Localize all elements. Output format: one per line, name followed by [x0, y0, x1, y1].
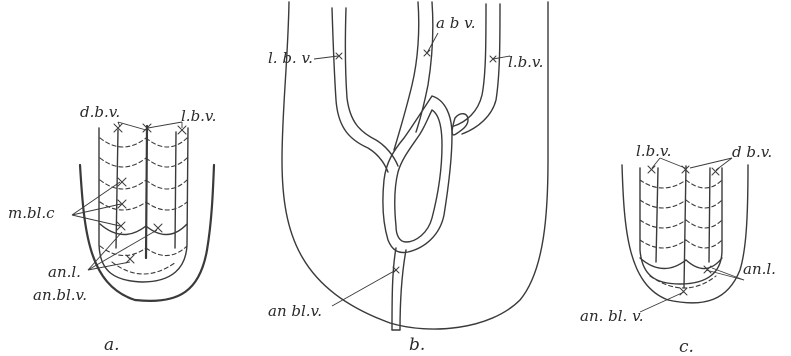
panel-a-label-dbv: d.b.v. — [80, 103, 120, 121]
panel-a-label-lbv: l.b.v. — [181, 107, 216, 125]
panel-b-label-abv: a b v. — [436, 14, 476, 32]
panel-b-label-lbv-left: l. b. v. — [268, 49, 313, 67]
panel-c-dorsal-vessel — [684, 166, 686, 288]
panel-b-lateral-vessel-left — [332, 8, 388, 172]
panel-c-label-lbv: l.b.v. — [636, 142, 671, 160]
panel-a-label-mblc: m.bl.c — [8, 204, 55, 222]
panel-b-label-lbv-right: l.b.v. — [508, 53, 543, 71]
panel-c: l.b.v. d b.v. an.l. an. bl. v. c. — [580, 142, 776, 356]
panel-a-caption: a. — [104, 335, 120, 355]
panel-b-axial-vessel — [394, 2, 419, 150]
panel-c-label-dbv: d b.v. — [732, 143, 772, 161]
panel-a-label-anl: an.l. — [48, 263, 81, 281]
panel-b-side-loop — [452, 114, 468, 135]
panel-c-cross-markers — [648, 166, 719, 295]
panel-b-label-anblv: an bl.v. — [268, 302, 322, 320]
panel-b-pointer-lines — [314, 33, 510, 306]
panel-b: l. b. v. a b v. l.b.v. an bl.v. b. — [268, 2, 548, 355]
panel-b-central-sinus-inner — [395, 110, 442, 242]
panel-a-inner-outline — [99, 128, 188, 282]
panel-c-caption: c. — [679, 337, 694, 356]
panel-b-lateral-vessel-left-inner — [345, 8, 398, 166]
panel-c-label-anblv: an. bl. v. — [580, 307, 644, 325]
panel-c-lateral-vessel-left — [656, 168, 658, 262]
panel-b-tail-vessel-inner — [400, 250, 406, 330]
panel-a: d.b.v. l.b.v. m.bl.c an.l. an.bl.v. a. — [8, 103, 216, 355]
panel-b-outer-outline — [282, 2, 548, 329]
panel-a-label-anblv: an.bl.v. — [33, 286, 87, 304]
panel-b-caption: b. — [409, 335, 425, 355]
panel-c-label-anl: an.l. — [743, 260, 776, 278]
panel-b-tail-vessel — [392, 248, 396, 330]
panel-a-dorsal-vessel — [146, 126, 147, 258]
panel-a-lateral-vessel-right — [175, 132, 176, 248]
panel-b-central-sinus-outer — [383, 96, 452, 253]
panel-a-pointer-lines — [72, 122, 182, 270]
